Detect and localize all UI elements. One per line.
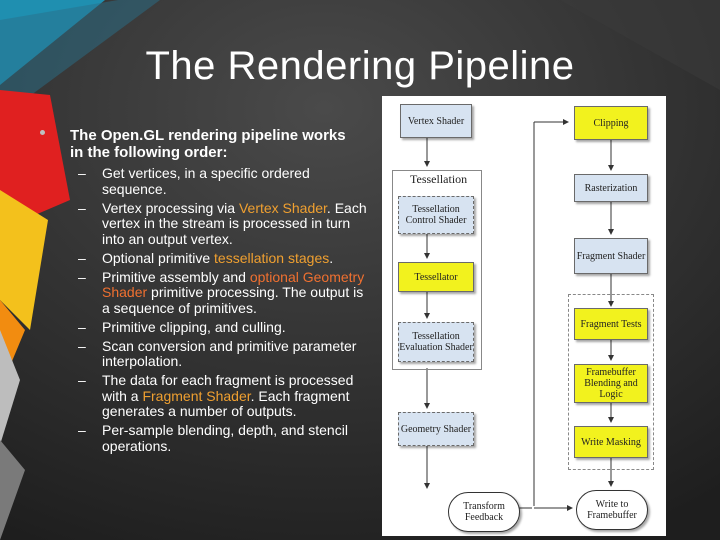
dash-marker: – bbox=[78, 422, 86, 438]
sub-bullet-text: . Each vertex in the stream is processed… bbox=[102, 199, 367, 247]
slide-title: The Rendering Pipeline bbox=[145, 44, 575, 88]
dash-marker: – bbox=[78, 318, 86, 335]
diagram-arrows bbox=[424, 119, 614, 511]
transform-feedback-box: Transform Feedback bbox=[448, 492, 520, 532]
tessellation-group bbox=[392, 170, 482, 370]
sub-bullet-text: The data for each fragment is processed … bbox=[102, 372, 354, 404]
sub-bullet-text: Scan conversion and primitive parameter … bbox=[102, 337, 357, 369]
sub-bullet-text: primitive processing. The output is a se… bbox=[102, 284, 364, 316]
write-framebuffer-box: Write to Framebuffer bbox=[576, 490, 648, 530]
dash-marker: – bbox=[78, 249, 86, 266]
tessellator-box: Tessellator bbox=[398, 262, 474, 292]
dash-marker: – bbox=[78, 372, 86, 388]
clipping-box: Clipping bbox=[574, 106, 648, 140]
dash-marker: – bbox=[78, 199, 86, 216]
per-sample-group bbox=[568, 294, 654, 470]
vertex-shader-box: Vertex Shader bbox=[400, 104, 472, 138]
fragment-tests-box: Fragment Tests bbox=[574, 308, 648, 340]
sub-bullet-text: Get vertices, in a specific ordered sequ… bbox=[102, 165, 310, 197]
write-masking-box: Write Masking bbox=[574, 426, 648, 458]
main-bullet-text: The Open.GL rendering pipeline works in … bbox=[70, 127, 346, 161]
sub-bullet-item: –The data for each fragment is processed… bbox=[78, 372, 368, 420]
highlighted-term: optional Geometry Shader bbox=[102, 268, 365, 300]
sub-bullet-text: Primitive assembly and bbox=[102, 268, 250, 285]
sub-bullet-list: –Get vertices, in a specific ordered seq… bbox=[78, 165, 368, 458]
rasterization-box: Rasterization bbox=[574, 174, 648, 202]
highlighted-term: Vertex Shader bbox=[238, 199, 327, 216]
sub-bullet-item: –Vertex processing via Vertex Shader. Ea… bbox=[78, 199, 368, 248]
tessellation-group-label: Tessellation bbox=[410, 172, 468, 187]
pipeline-diagram: Vertex Shader Tessellation Tessellation … bbox=[382, 96, 666, 536]
sub-bullet-text: . Each fragment generates a number of ou… bbox=[102, 387, 350, 419]
sub-bullet-text: Primitive clipping, and culling. bbox=[102, 318, 286, 335]
sub-bullet-text: Optional primitive bbox=[102, 249, 215, 266]
bullet-dot-icon bbox=[40, 130, 45, 135]
highlighted-term: Fragment Shader bbox=[142, 387, 251, 404]
dash-marker: – bbox=[78, 337, 86, 354]
sub-bullet-text: Vertex processing via bbox=[102, 199, 239, 216]
sub-bullet-item: –Scan conversion and primitive parameter… bbox=[78, 337, 368, 370]
geometry-shader-box: Geometry Shader bbox=[398, 412, 474, 446]
framebuffer-blending-box: Framebuffer Blending and Logic bbox=[574, 364, 648, 403]
sub-bullet-item: –Per-sample blending, depth, and stencil… bbox=[78, 422, 368, 454]
sub-bullet-text: Per-sample blending, depth, and stencil … bbox=[102, 422, 348, 454]
dash-marker: – bbox=[78, 268, 86, 285]
tess-control-shader-box: Tessellation Control Shader bbox=[398, 196, 474, 234]
sub-bullet-item: –Optional primitive tessellation stages. bbox=[78, 249, 368, 267]
dash-marker: – bbox=[78, 165, 86, 181]
sub-bullet-item: –Primitive clipping, and culling. bbox=[78, 318, 368, 336]
sub-bullet-item: –Get vertices, in a specific ordered seq… bbox=[78, 165, 368, 197]
sub-bullet-text: . bbox=[329, 249, 334, 266]
highlighted-term: tessellation stages bbox=[214, 249, 330, 266]
fragment-shader-box: Fragment Shader bbox=[574, 238, 648, 274]
tess-evaluation-shader-box: Tessellation Evaluation Shader bbox=[398, 322, 474, 362]
sub-bullet-item: –Primitive assembly and optional Geometr… bbox=[78, 268, 368, 317]
